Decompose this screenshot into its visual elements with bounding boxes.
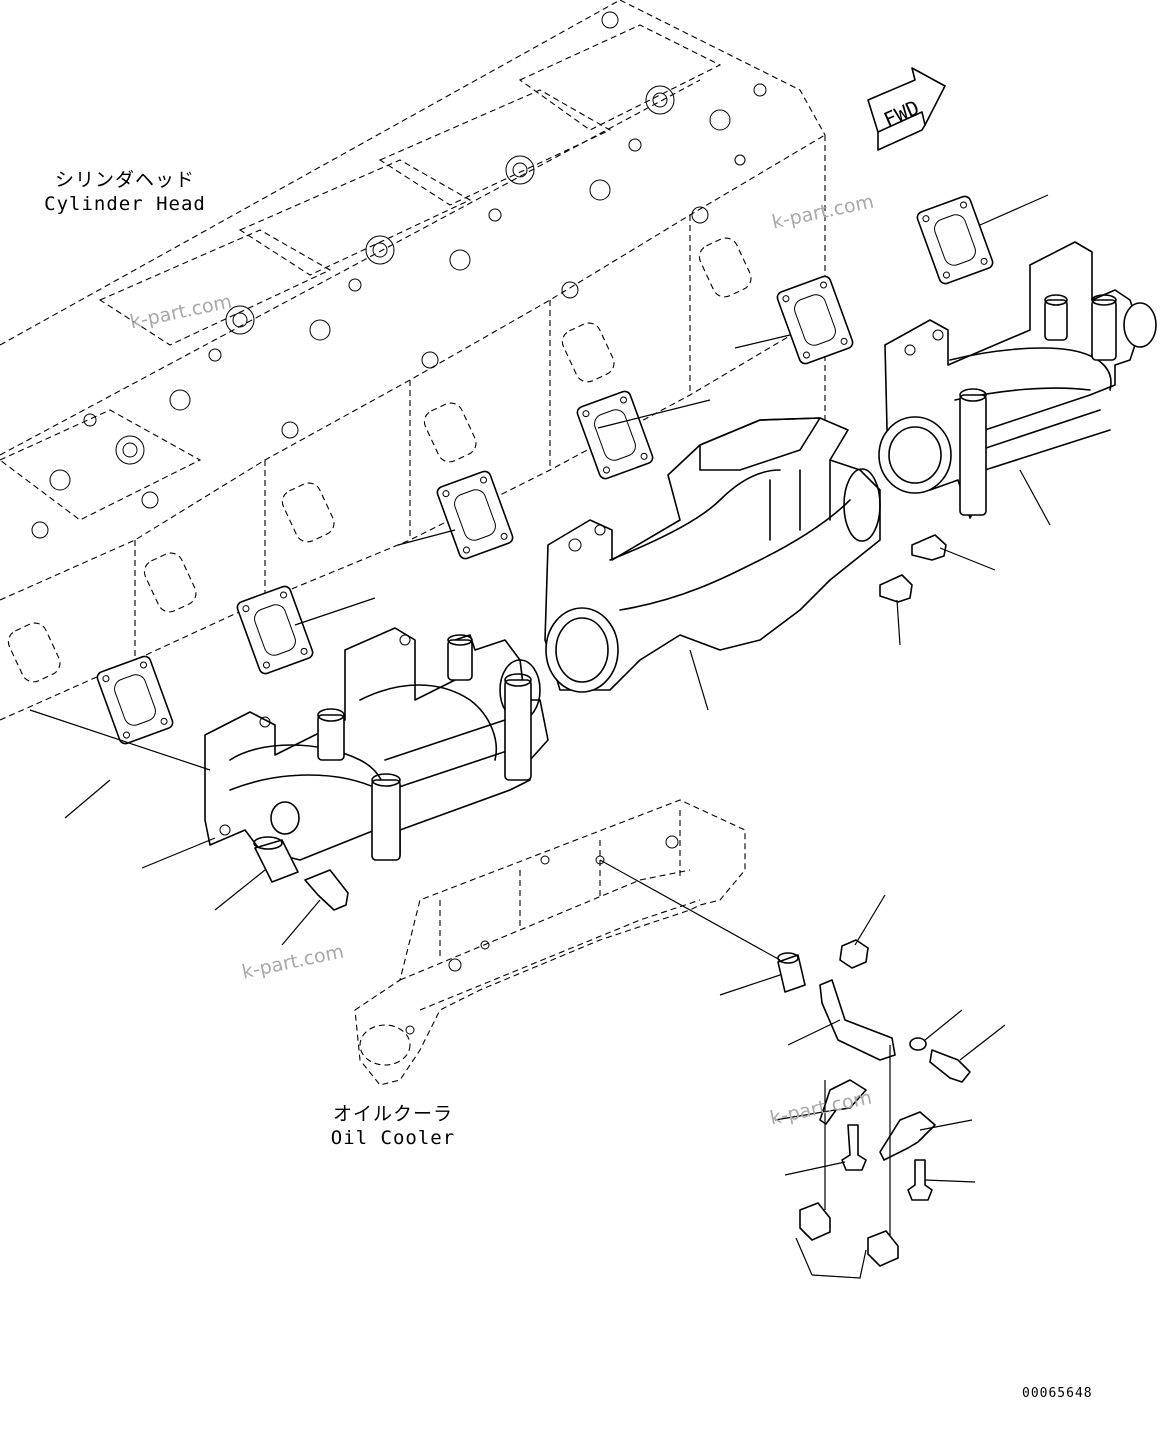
oil-cooler-label-en: Oil Cooler bbox=[330, 1127, 456, 1149]
drawing-code: 00065648 bbox=[1022, 1386, 1093, 1401]
cylinder-head-label: シリンダヘッド Cylinder Head bbox=[40, 168, 210, 216]
exhaust-gaskets bbox=[96, 195, 994, 745]
front-exhaust-manifold bbox=[204, 627, 549, 861]
oil-cooler-label-jp: オイルクーラ bbox=[332, 1103, 453, 1125]
manifold-bolts-and-spacers bbox=[253, 534, 971, 1267]
cylinder-head-outline bbox=[0, 0, 826, 721]
oil-cooler-outline bbox=[354, 799, 746, 1086]
oil-cooler-label: オイルクーラ Oil Cooler bbox=[318, 1102, 468, 1150]
fwd-arrow-icon bbox=[867, 67, 946, 151]
center-exhaust-manifold bbox=[544, 417, 881, 693]
cylinder-head-label-en: Cylinder Head bbox=[44, 193, 206, 215]
rear-exhaust-manifold bbox=[878, 241, 1157, 519]
part-leader-lines bbox=[29, 194, 1051, 1279]
cylinder-head-label-jp: シリンダヘッド bbox=[54, 169, 195, 191]
